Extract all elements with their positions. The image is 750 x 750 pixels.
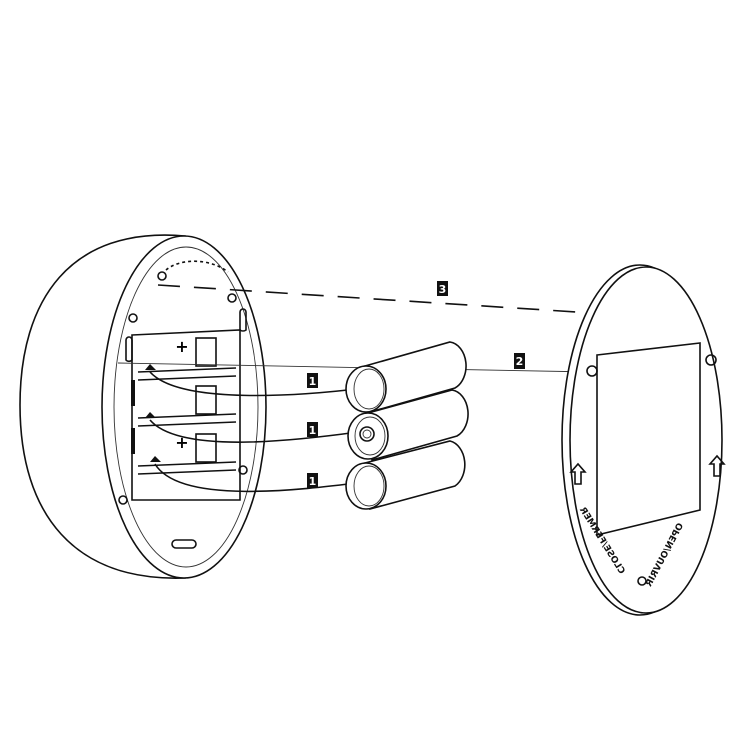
- step-label-2: 2: [514, 353, 525, 369]
- step-label-1: 1: [307, 473, 318, 488]
- screw-hole: [157, 271, 167, 281]
- battery-compartment: + +: [131, 329, 241, 501]
- keyhole-slot: [171, 539, 197, 549]
- battery-cover: CLOSE/FERMER OPEN/OUVRIR: [561, 264, 726, 616]
- screw-hole: [118, 495, 128, 505]
- batteries: [345, 341, 469, 511]
- cover-guide-line: [157, 284, 593, 314]
- screw-hole: [227, 293, 237, 303]
- step-label-3: 3: [437, 281, 448, 296]
- keyhole-slot: [239, 308, 247, 332]
- step-label-1: 1: [307, 373, 318, 388]
- svg-text:1: 1: [309, 424, 317, 437]
- rotate-icon: [637, 576, 647, 586]
- up-arrow-icon: [569, 462, 587, 485]
- up-arrow-icon: [708, 454, 726, 477]
- battery: [347, 389, 469, 462]
- step-label-1: 1: [307, 422, 318, 437]
- svg-text:1: 1: [309, 375, 317, 388]
- rotate-arrow: [165, 260, 229, 273]
- svg-text:2: 2: [516, 355, 524, 368]
- base-housing: + +: [19, 234, 267, 579]
- insert-arrows: [145, 364, 366, 493]
- screw-hole: [128, 313, 138, 323]
- battery: [345, 341, 467, 414]
- polarity-plus: +: [175, 337, 188, 356]
- align-guide-line: [117, 362, 593, 373]
- screw-hole: [238, 465, 248, 475]
- svg-text:3: 3: [439, 283, 447, 296]
- cover-window: [596, 342, 701, 537]
- svg-text:1: 1: [309, 475, 317, 488]
- battery: [345, 440, 466, 511]
